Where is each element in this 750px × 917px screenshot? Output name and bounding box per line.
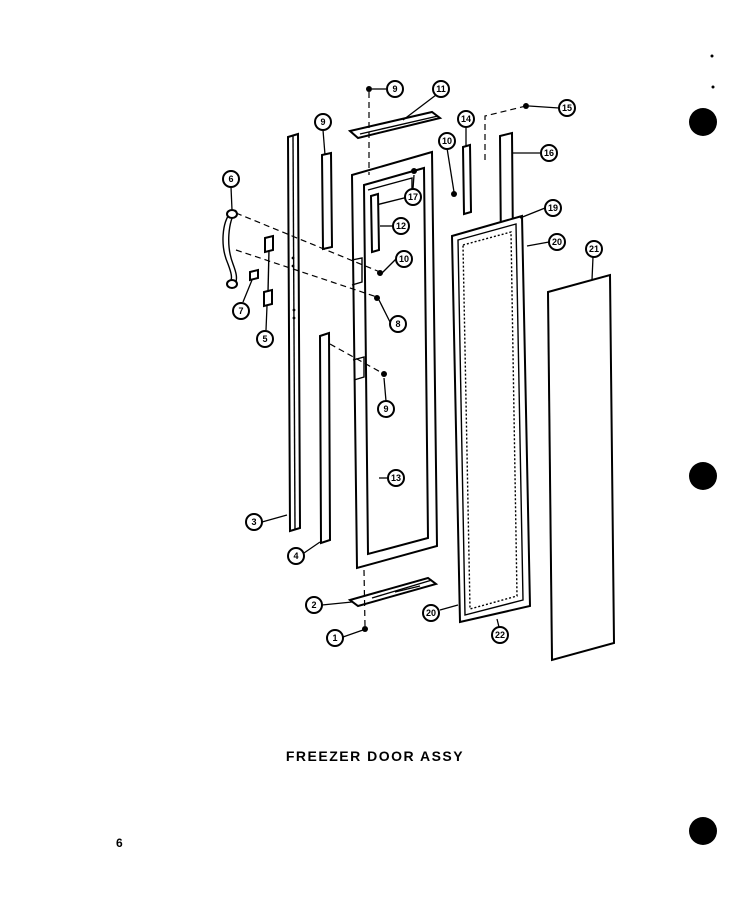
callout-20-bottom: 20 [422,604,440,622]
callout-label: 4 [293,551,298,561]
binder-hole-top [689,108,717,136]
callout-11: 11 [432,80,450,98]
callout-19: 19 [544,199,562,217]
part-19-gasket-frame [450,214,532,624]
callout-label: 10 [399,254,409,264]
callout-14: 14 [457,110,475,128]
callout-label: 5 [262,334,267,344]
callout-label: 15 [562,103,572,113]
part-21-door-panel [546,273,616,662]
callout-label: 20 [426,608,436,618]
callout-17: 17 [404,188,422,206]
callout-10-upper: 10 [395,250,413,268]
callout-label: 14 [461,114,471,124]
callout-label: 9 [383,404,388,414]
part-6-handle [222,209,238,289]
callout-label: 10 [442,136,452,146]
leader-lines [230,88,594,638]
part-13-door-frame [350,150,439,570]
part-3-side-trim [286,132,302,533]
callout-label: 3 [251,517,256,527]
callout-10-top: 10 [438,132,456,150]
callout-12: 12 [392,217,410,235]
callout-label: 21 [589,244,599,254]
callout-1: 1 [326,629,344,647]
callout-4: 4 [287,547,305,565]
callout-label: 17 [408,192,418,202]
callout-label: 9 [320,117,325,127]
part-14-strip [461,143,473,216]
callout-15: 15 [558,99,576,117]
binder-hole-middle [689,462,717,490]
part-2-bottom-cap [347,576,439,608]
scan-speck [711,85,715,89]
part-7-clip [249,268,259,282]
callout-2: 2 [305,596,323,614]
callout-label: 6 [228,174,233,184]
callout-7: 7 [232,302,250,320]
assembly-lines [235,92,527,627]
callout-label: 8 [395,319,400,329]
callout-label: 20 [552,237,562,247]
callout-22: 22 [491,626,509,644]
callout-label: 9 [392,84,397,94]
scan-speck [710,54,714,58]
callout-label: 16 [544,148,554,158]
page-number: 6 [116,836,123,850]
part-5-hinge-bracket [263,234,274,308]
callout-label: 7 [238,306,243,316]
callout-20-side: 20 [548,233,566,251]
screws [362,86,529,632]
callout-8: 8 [389,315,407,333]
callout-9-top: 9 [386,80,404,98]
callout-6: 6 [222,170,240,188]
callout-label: 12 [396,221,406,231]
callout-label: 11 [436,84,446,94]
binder-hole-bottom [689,817,717,845]
part-9-upper-strip [320,151,334,251]
part-12-liner-rod [369,192,381,254]
callout-label: 13 [391,473,401,483]
callout-5: 5 [256,330,274,348]
part-11-top-cap [347,110,443,140]
callout-16: 16 [540,144,558,162]
callout-label: 1 [332,633,337,643]
callout-label: 19 [548,203,558,213]
callout-9-lower: 9 [377,400,395,418]
part-4-lower-strip [318,331,332,545]
callout-label: 2 [311,600,316,610]
callout-13: 13 [387,469,405,487]
callout-21: 21 [585,240,603,258]
callout-label: 22 [495,630,505,640]
diagram-title: FREEZER DOOR ASSY [285,748,465,764]
callout-3: 3 [245,513,263,531]
callout-9-strip: 9 [314,113,332,131]
